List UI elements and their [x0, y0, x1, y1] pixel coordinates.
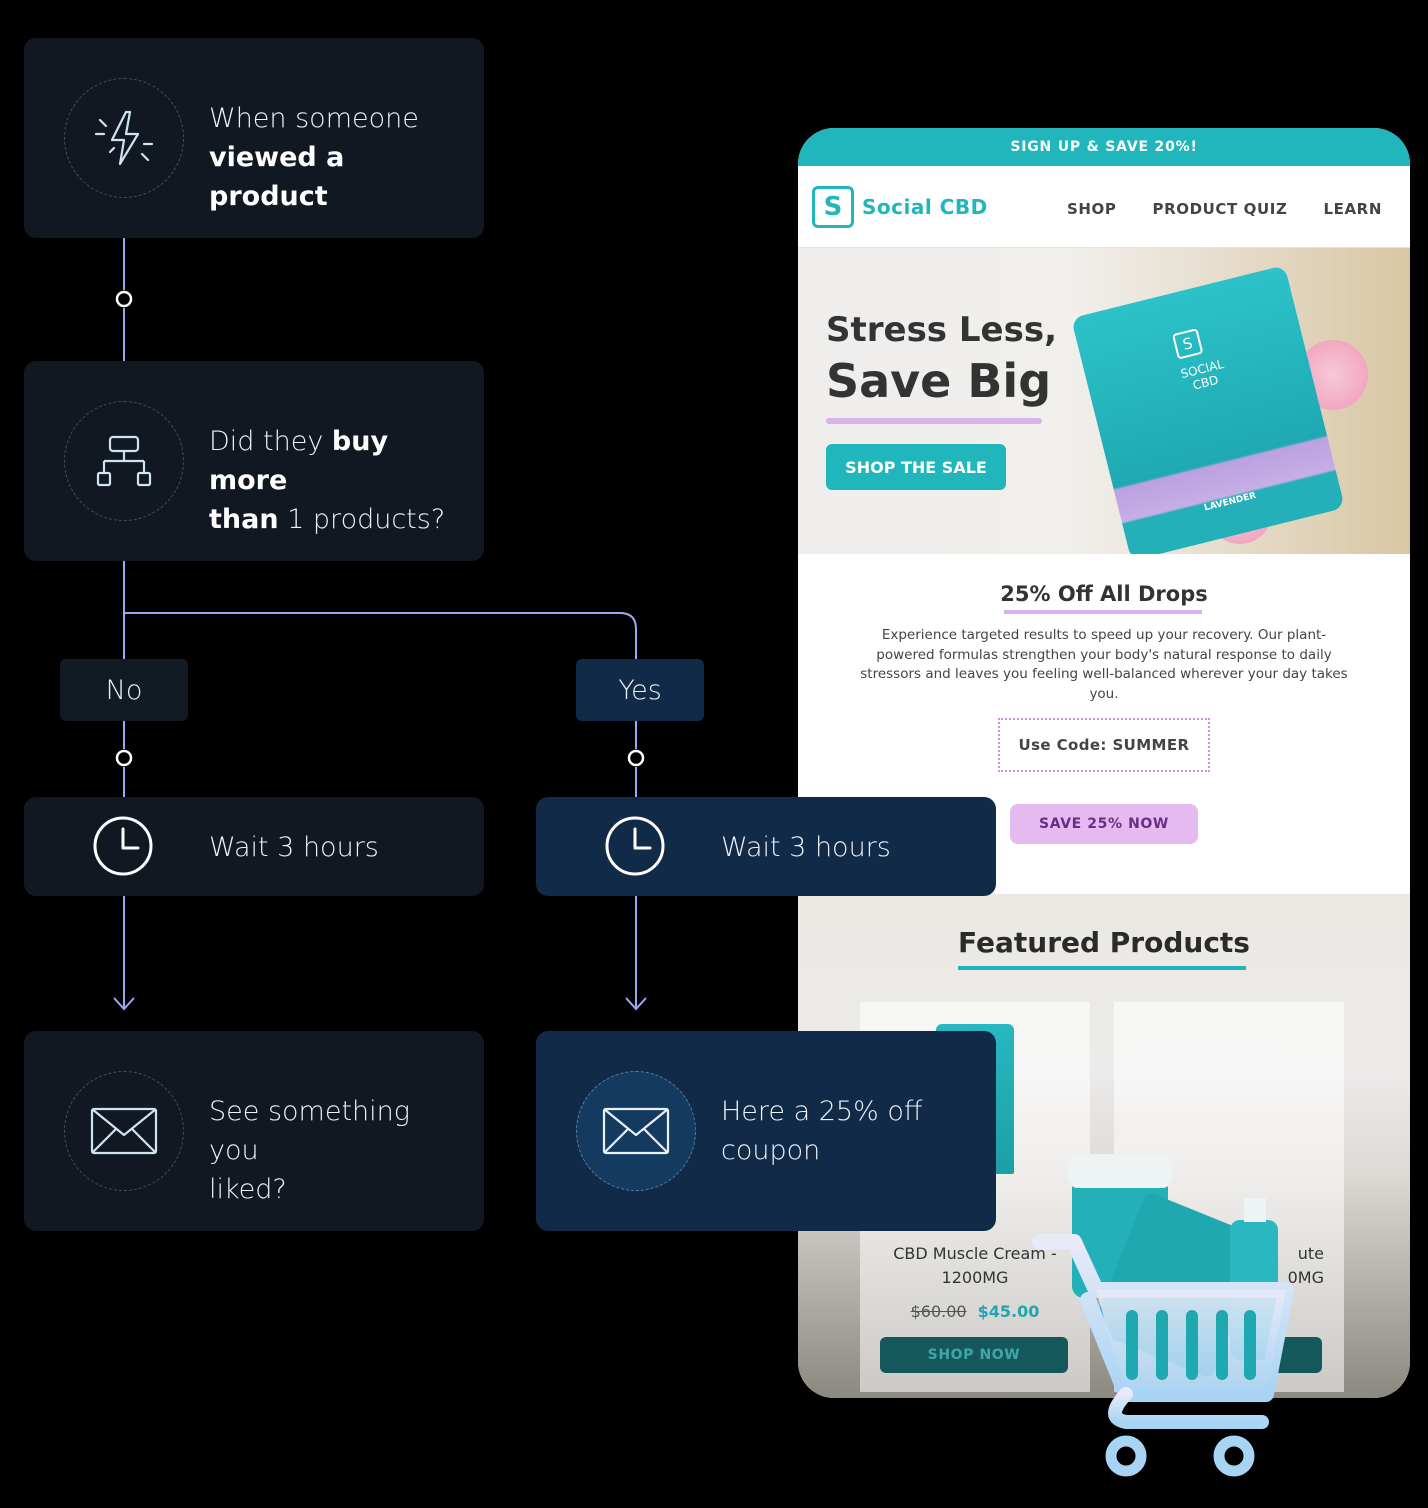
branch-label-no[interactable]: No — [60, 659, 188, 721]
email-nav: SHOP PRODUCT QUIZ LEARN — [1067, 200, 1382, 218]
connector-dot — [115, 290, 133, 308]
product-bag-image: S SOCIAL CBD LAVENDER — [1071, 265, 1345, 554]
wait-node-no[interactable]: Wait 3 hours — [24, 797, 484, 896]
promo-heading: 25% Off All Drops — [1000, 582, 1208, 606]
email-icon-ring — [576, 1071, 696, 1191]
trigger-icon-ring — [64, 78, 184, 198]
coupon-code: Use Code: SUMMER — [998, 718, 1210, 772]
shop-the-sale-button[interactable]: SHOP THE SALE — [826, 444, 1006, 490]
nav-product-quiz[interactable]: PRODUCT QUIZ — [1152, 200, 1288, 218]
hero-title: Stress Less, — [826, 310, 1057, 350]
hero-banner: S SOCIAL CBD LAVENDER Stress Less, Save … — [798, 248, 1410, 554]
product-name: CBD Muscle Cream - 1200MG — [893, 1244, 1057, 1287]
hero-subtitle: Save Big — [826, 354, 1052, 408]
connector-dot — [627, 749, 645, 767]
featured-heading: Featured Products — [958, 926, 1250, 959]
shopping-cart-icon — [1032, 1154, 1294, 1477]
promo-body: Experience targeted results to speed up … — [860, 627, 1348, 702]
logo-text: Social CBD — [862, 195, 988, 219]
save-25-button[interactable]: SAVE 25% NOW — [1010, 804, 1198, 844]
nav-learn[interactable]: LEARN — [1323, 200, 1382, 218]
lightning-icon — [94, 110, 154, 166]
sale-price: $45.00 — [977, 1302, 1040, 1321]
old-price: $60.00 — [910, 1302, 967, 1321]
wait-text: Wait 3 hours — [209, 832, 379, 863]
featured-underline — [958, 966, 1246, 970]
brand-logo[interactable]: S Social CBD — [812, 186, 988, 228]
hero-underline — [826, 418, 1042, 424]
wait-text: Wait 3 hours — [721, 832, 891, 863]
clock-icon — [605, 816, 665, 876]
clock-icon — [93, 816, 153, 876]
wait-node-yes[interactable]: Wait 3 hours — [536, 797, 996, 896]
signup-banner[interactable]: SIGN UP & SAVE 20%! — [798, 128, 1410, 166]
connector-dot — [115, 749, 133, 767]
branch-icon — [96, 435, 152, 487]
email-header: S Social CBD SHOP PRODUCT QUIZ LEARN — [798, 166, 1410, 248]
condition-icon-ring — [64, 401, 184, 521]
envelope-icon — [90, 1107, 158, 1155]
logo-mark: S — [812, 186, 854, 228]
branch-label-yes[interactable]: Yes — [576, 659, 704, 721]
product-price: $60.00 $45.00 — [860, 1302, 1090, 1321]
shop-now-button[interactable]: SHOP NOW — [880, 1337, 1068, 1373]
nav-shop[interactable]: SHOP — [1066, 200, 1117, 218]
envelope-icon — [602, 1107, 670, 1155]
email-icon-ring — [64, 1071, 184, 1191]
promo-underline — [1004, 610, 1202, 614]
